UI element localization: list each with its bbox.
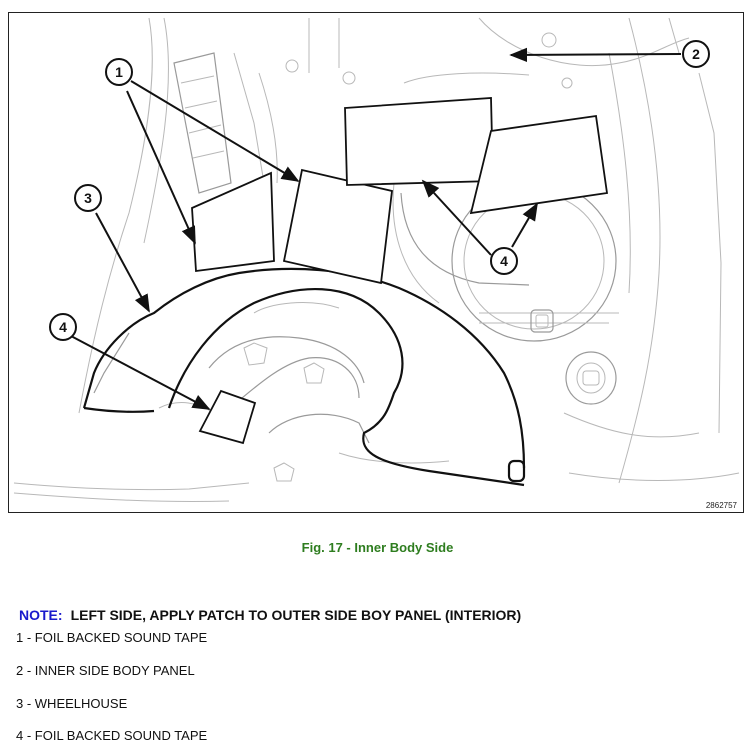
callout-2: 2 bbox=[682, 40, 710, 68]
legend-item: 3 - WHEELHOUSE bbox=[16, 696, 128, 711]
tape-patch-1a bbox=[191, 171, 275, 273]
figure-frame: 1 2 3 4 4 2862757 bbox=[8, 12, 744, 513]
legend-item: 1 - FOIL BACKED SOUND TAPE bbox=[16, 630, 208, 645]
callout-3-label: 3 bbox=[84, 190, 92, 206]
figure-id-code: 2862757 bbox=[705, 501, 737, 510]
figure-caption: Fig. 17 - Inner Body Side bbox=[301, 540, 454, 555]
leader-4a bbox=[421, 179, 492, 256]
leader-arrows bbox=[70, 47, 682, 410]
legend-item: 4 - FOIL BACKED SOUND TAPE bbox=[16, 728, 208, 743]
body-panel-lineart bbox=[13, 17, 740, 503]
leader-1a bbox=[126, 90, 196, 245]
leader-4b bbox=[511, 202, 538, 248]
note-label: NOTE: bbox=[19, 607, 63, 623]
legend-item: 2 - INNER SIDE BODY PANEL bbox=[16, 663, 195, 678]
callout-3: 3 bbox=[74, 184, 102, 212]
callout-1-label: 1 bbox=[115, 64, 123, 80]
tape-patch-4b bbox=[469, 114, 609, 215]
callout-2-label: 2 bbox=[692, 46, 700, 62]
leader-4c bbox=[70, 335, 211, 410]
tape-patch-1b bbox=[282, 168, 393, 285]
tape-patch-4c bbox=[198, 389, 257, 445]
callout-1: 1 bbox=[105, 58, 133, 86]
callout-4-right: 4 bbox=[490, 247, 518, 275]
tape-patch-4a bbox=[344, 97, 494, 186]
sound-tape-patches bbox=[191, 97, 609, 445]
callout-4-left: 4 bbox=[49, 313, 77, 341]
note: NOTE: LEFT SIDE, APPLY PATCH TO OUTER SID… bbox=[19, 607, 521, 623]
leader-3 bbox=[95, 212, 150, 313]
leader-1b bbox=[130, 80, 300, 182]
leader-2 bbox=[509, 47, 682, 63]
callout-4-right-label: 4 bbox=[500, 253, 508, 269]
callout-4-left-label: 4 bbox=[59, 319, 67, 335]
inner-body-side-illustration: 1 2 3 4 4 bbox=[13, 17, 740, 503]
note-text: LEFT SIDE, APPLY PATCH TO OUTER SIDE BOY… bbox=[70, 607, 522, 623]
